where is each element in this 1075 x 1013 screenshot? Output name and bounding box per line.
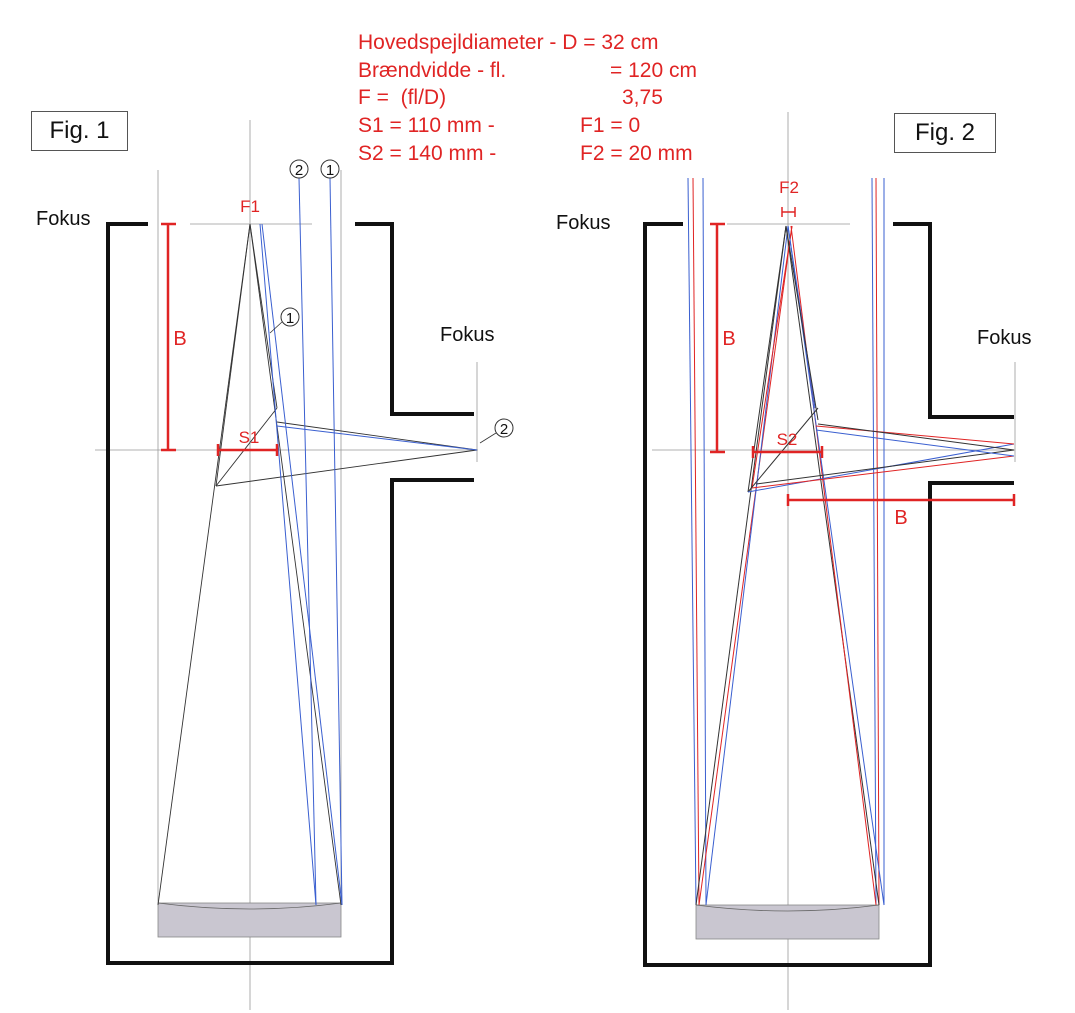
fig2-title: Fig. 2 bbox=[894, 113, 996, 153]
spec-f2: F2 = 20 mm bbox=[580, 142, 693, 165]
fig2-fokus-top-label: Fokus bbox=[556, 212, 610, 234]
fig2-primary-mirror bbox=[695, 904, 880, 940]
spec-s2: S2 = 140 mm - bbox=[358, 142, 497, 165]
fig1-marker-2-side-circle bbox=[494, 418, 514, 438]
fig1-marker-2-side: 2 bbox=[500, 421, 508, 438]
fig1-b-dimension bbox=[161, 222, 176, 452]
fig1-tube-wall-lower bbox=[106, 222, 474, 965]
spec-diameter: Hovedspejldiameter - D = 32 cm bbox=[358, 31, 659, 54]
fig1-primary-mirror bbox=[157, 902, 342, 938]
fig1-marker-1-top: 1 bbox=[326, 162, 334, 179]
fig2-focus-label: F2 bbox=[779, 178, 799, 197]
fig1-marker-1-mid-circle bbox=[280, 307, 300, 327]
fig2-tube-wall-lower bbox=[643, 222, 1014, 967]
fig1-b-label: B bbox=[173, 328, 186, 350]
fig2-b-horizontal-label: B bbox=[894, 507, 907, 529]
spec-f-ratio-label: F = (fl/D) bbox=[358, 86, 447, 109]
fig1-rays-black bbox=[157, 223, 478, 906]
fig2-drawing: Fokus Fokus F2 B S2 B bbox=[556, 112, 1031, 1010]
fig1-drawing: 2 1 1 2 Fokus Fokus F1 B S1 bbox=[36, 120, 514, 1010]
fig2-b-vertical-label: B bbox=[722, 328, 735, 350]
fig2-b-horizontal-dimension bbox=[786, 494, 1016, 506]
fig2-s-dimension bbox=[751, 446, 824, 458]
fig1-s-label: S1 bbox=[239, 428, 260, 447]
fig1-marker-1-mid: 1 bbox=[286, 310, 294, 327]
fig1-fokus-side-label: Fokus bbox=[440, 324, 494, 346]
fig1-s-dimension bbox=[216, 444, 279, 456]
fig1-marker-2-top-circle bbox=[289, 159, 309, 179]
fig2-b-vertical-dimension bbox=[710, 222, 725, 454]
spec-focal-length-value: = 120 cm bbox=[610, 59, 697, 82]
fig1-marker-2-side-leader bbox=[479, 432, 497, 444]
spec-f1: F1 = 0 bbox=[580, 114, 641, 137]
fig2-converging-rays bbox=[695, 225, 885, 906]
fig1-marker-1-mid-leader bbox=[269, 321, 283, 334]
fig2-incoming-rays bbox=[687, 177, 885, 906]
fig1-rays-blue bbox=[259, 177, 478, 906]
fig2-s-label: S2 bbox=[777, 430, 798, 449]
fig1-tube-wall-upper bbox=[355, 222, 474, 416]
fig1-marker-1-top-circle bbox=[320, 159, 340, 179]
fig2-fokus-side-label: Fokus bbox=[977, 327, 1031, 349]
fig2-f-dimension bbox=[781, 207, 796, 217]
spec-s1: S1 = 110 mm - bbox=[358, 114, 495, 137]
fig2-tube-wall-upper bbox=[893, 222, 1014, 419]
fig2-reflected-rays bbox=[747, 407, 1015, 493]
fig1-mirror-curve bbox=[157, 902, 342, 910]
fig1-title: Fig. 1 bbox=[31, 111, 128, 151]
spec-f-ratio-value: 3,75 bbox=[622, 86, 663, 109]
fig1-marker-2-top: 2 bbox=[295, 162, 303, 179]
spec-focal-length-label: Brændvidde - fl. bbox=[358, 59, 507, 82]
fig1-fokus-top-label: Fokus bbox=[36, 208, 90, 230]
fig2-mirror-curve bbox=[695, 904, 880, 912]
fig1-focus-label: F1 bbox=[240, 197, 260, 216]
